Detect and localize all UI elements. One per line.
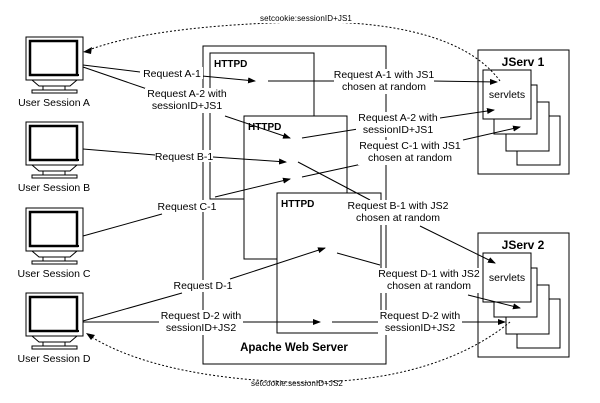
monitor-icon	[25, 36, 84, 94]
label-bg	[141, 67, 203, 79]
label-bg	[358, 140, 462, 165]
request-a1-label: Request A-1	[143, 68, 201, 80]
request-a2-label-1: Request A-2 with	[147, 88, 227, 100]
forward-a2-line-b	[439, 108, 495, 119]
label-bg	[175, 280, 231, 292]
request-b1-line-a	[82, 148, 156, 156]
forward-b1-line-a	[297, 161, 371, 201]
apache-server-label: Apache Web Server	[240, 342, 348, 354]
forward-a2-line-a	[301, 128, 359, 139]
request-d2-label-1: Request D-2 with	[161, 310, 242, 322]
forward-d2-label-1: Request D-2 with	[380, 310, 461, 322]
forward-b1-line-b	[419, 225, 496, 264]
cookie-curves: setcookie:sessionID+JS1 setcookie:sessio…	[83, 14, 511, 388]
forward-d1-line-a	[336, 252, 381, 266]
label-bg	[155, 150, 213, 162]
httpd-label-2: HTTPD	[248, 122, 281, 133]
request-a1-line-a	[82, 64, 141, 73]
client-a: User Session A	[18, 36, 90, 109]
request-a2-line-b	[224, 115, 291, 139]
request-b1-line-b	[212, 156, 287, 165]
servlets-1-label: servlets	[489, 89, 525, 101]
cookie-top-bg	[256, 14, 356, 23]
label-bg	[334, 69, 434, 94]
request-labels: Request A-1 Request A-2 with sessionID+J…	[141, 67, 243, 335]
label-bg	[378, 310, 462, 335]
monitor-icon	[25, 292, 84, 350]
client-label: User Session A	[18, 97, 90, 109]
setcookie-js2-arrowhead	[86, 333, 95, 340]
forward-labels: Request A-1 with JS1 chosen at random Re…	[334, 69, 481, 335]
monitor-icon	[25, 207, 84, 265]
forward-d1-line-b	[467, 294, 521, 310]
forward-lines	[268, 78, 521, 325]
forward-c1-label-2: chosen at random	[368, 152, 452, 164]
request-b1-label: Request B-1	[155, 151, 214, 163]
forward-c1-label-1: Request C-1 with JS1	[359, 140, 461, 152]
request-c1-label: Request C-1	[158, 201, 217, 213]
forward-c1-line-b	[462, 125, 521, 141]
jserv-1: JServ 1 servlets	[477, 49, 570, 175]
servlets-2-label: servlets	[489, 272, 525, 284]
client-label: User Session D	[18, 353, 91, 365]
client-label: User Session C	[18, 268, 91, 280]
request-c1-line-a	[82, 213, 163, 237]
request-d2-label-2: sessionID+JS2	[166, 322, 236, 334]
forward-a2-label-2: sessionID+JS1	[363, 124, 433, 136]
setcookie-top-label: setcookie:sessionID+JS1	[260, 14, 352, 23]
client-c: User Session C	[18, 207, 91, 280]
setcookie-bottom-label: setcookie:sessionID+JS2	[251, 379, 343, 388]
jserv-2: JServ 2 servlets	[477, 232, 570, 358]
jserv-1-label: JServ 1	[502, 55, 545, 69]
client-b: User Session B	[18, 121, 90, 194]
label-bg	[346, 200, 450, 225]
label-bg	[158, 200, 216, 212]
forward-d1-label-1: Request D-1 with JS2	[378, 268, 480, 280]
client-d: User Session D	[18, 292, 91, 365]
forward-d1-label-2: chosen at random	[387, 280, 471, 292]
request-d1-label: Request D-1	[174, 280, 233, 292]
request-a2-label-2: sessionID+JS1	[152, 100, 222, 112]
forward-c1-line-a	[301, 163, 363, 178]
forward-d2-label-2: sessionID+JS2	[385, 322, 455, 334]
request-d1-line-b	[229, 247, 326, 280]
monitor-icon	[25, 121, 84, 179]
setcookie-js1-arrowhead	[83, 47, 92, 54]
label-bg	[145, 88, 229, 113]
forward-a1-label-1: Request A-1 with JS1	[334, 69, 435, 81]
httpd-label-3: HTTPD	[281, 199, 314, 210]
label-bg	[377, 268, 481, 293]
request-lines	[82, 64, 326, 325]
request-c1-line-b	[214, 177, 291, 198]
request-a2-line-a	[82, 66, 151, 91]
forward-b1-label-2: chosen at random	[356, 212, 440, 224]
forward-a1-line-b	[431, 78, 498, 85]
request-d1-line-a	[82, 292, 183, 322]
jserv-2-label: JServ 2	[502, 238, 545, 252]
httpd-label-1: HTTPD	[214, 59, 247, 70]
request-a1-line-b	[201, 75, 256, 84]
forward-a2-label-1: Request A-2 with	[358, 112, 438, 124]
client-label: User Session B	[18, 182, 90, 194]
label-bg	[159, 310, 243, 335]
setcookie-js2-curve	[89, 321, 511, 383]
forward-b1-label-1: Request B-1 with JS2	[348, 200, 449, 212]
label-bg	[356, 112, 440, 137]
forward-a1-label-2: chosen at random	[342, 81, 426, 93]
